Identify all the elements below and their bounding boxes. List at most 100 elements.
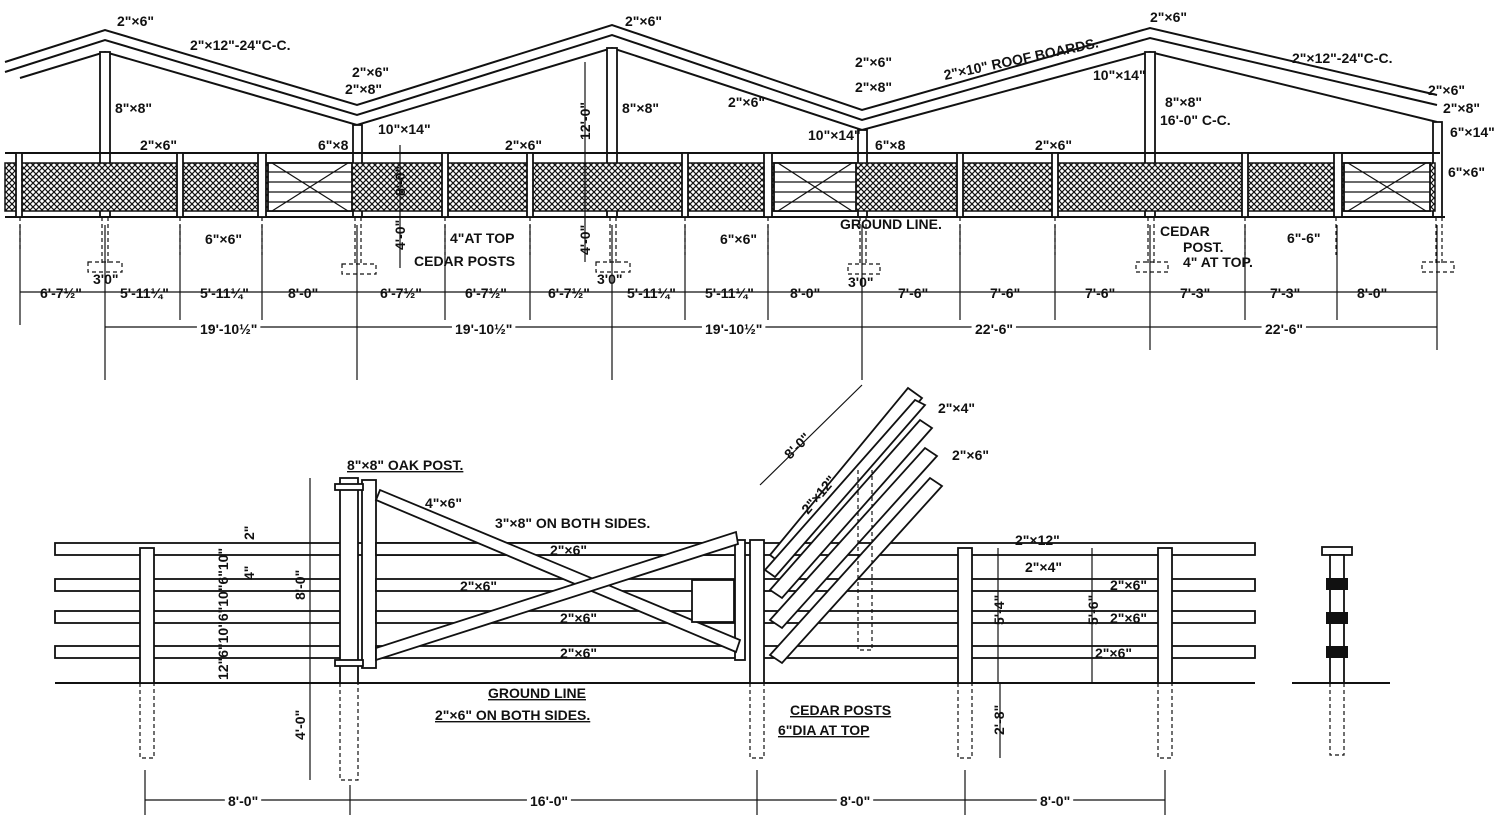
dimension-label: 2'-8"	[991, 705, 1007, 735]
dimension-label: 8'-0"	[392, 166, 408, 196]
dimension-label: 5'-11¼"	[200, 285, 249, 301]
dimension-label: 8"×8"	[622, 100, 659, 116]
dimension-label: 6"×8	[875, 137, 906, 153]
dimension-label: 2"×6"	[1095, 645, 1132, 661]
dimension-label: 16'-0"	[530, 793, 568, 809]
dimension-label: 2"×4"	[1025, 559, 1062, 575]
dimension-label: 5'-11¼"	[705, 285, 754, 301]
dimension-label: 16'-0" C-C.	[1160, 112, 1231, 128]
detail-dim-lines	[144, 478, 1166, 815]
dimension-label: 2"×8"	[1443, 100, 1480, 116]
dimension-label: 3"×8" ON BOTH SIDES.	[495, 515, 650, 531]
dimension-label: 2"×8"	[855, 79, 892, 95]
dimension-label: 2"×6"	[952, 447, 989, 463]
underground-posts	[19, 217, 1455, 275]
dimension-label: 2"×6"	[1110, 577, 1147, 593]
dimension-label: 5'-11¼"	[120, 285, 169, 301]
dimension-label: 7'-3"	[1180, 285, 1210, 301]
dimension-label: 2"×4"	[938, 400, 975, 416]
dimension-label: 8'-0"	[1357, 285, 1387, 301]
dimension-label: 22'-6"	[1265, 321, 1303, 337]
dimension-label: POST.	[1183, 239, 1223, 255]
dimension-label: 8"×8" OAK POST.	[347, 457, 463, 473]
dimension-label: 2"×12"-24"C-C.	[1292, 50, 1392, 66]
dimension-label: 2"×6"	[117, 13, 154, 29]
dimension-label: 2"×6"	[550, 542, 587, 558]
dimension-label: CEDAR POSTS	[790, 702, 891, 718]
gate[interactable]	[334, 479, 746, 669]
dimension-label: 2"×6"	[625, 13, 662, 29]
gate-small-2	[763, 152, 857, 218]
small-posts	[15, 152, 1249, 218]
dimension-label: 2"×12"-24"C-C.	[190, 37, 290, 53]
dimension-label: 3'0"	[93, 271, 119, 287]
dimension-label: 3'0"	[597, 271, 623, 287]
dimension-label: 8'-0"	[781, 429, 814, 462]
dimension-label: CEDAR POSTS	[414, 253, 515, 269]
dimension-label: 2"×6"	[505, 137, 542, 153]
dimension-label: 12"6"10"6"10"6"10"	[215, 548, 231, 680]
dimension-label: GROUND LINE.	[840, 216, 942, 232]
dimension-label: 8'-0"	[292, 570, 308, 600]
dimension-label: 6"×6"	[1448, 164, 1485, 180]
dimension-label: 2"×6"	[140, 137, 177, 153]
dimension-label: 3'0"	[848, 274, 874, 290]
dimension-label: 8'-0"	[840, 793, 870, 809]
dimension-label: 10"×14"	[808, 127, 861, 143]
dimension-label: 2"×6"	[1110, 610, 1147, 626]
dimension-label: 7'-6"	[1085, 285, 1115, 301]
gate-small-1	[257, 152, 353, 218]
elevation-labels: 2"×6" 2"×12"-24"C-C. 2"×6" 2"×8" 8"×8" 2…	[93, 9, 1495, 290]
dimension-label: 2"×6"	[460, 578, 497, 594]
dimension-label: 4" AT TOP.	[1183, 254, 1253, 270]
dimension-label: 8"×8"	[115, 100, 152, 116]
dimension-label: 10"×14"	[378, 121, 431, 137]
dimension-label: 7'-3"	[1270, 285, 1300, 301]
dimension-label: 19'-10½"	[705, 321, 762, 337]
dimension-label: 8"×8"	[1165, 94, 1202, 110]
dimension-label: 6"×8	[318, 137, 349, 153]
dimension-label: 2"×6"	[560, 610, 597, 626]
dimension-label: 6'-7½"	[465, 285, 507, 301]
gate-open-position	[759, 384, 944, 665]
dimension-label: 6"×14"	[1450, 124, 1495, 140]
dimension-label: 6'-7½"	[40, 285, 82, 301]
dimension-label: 2"×6"	[352, 64, 389, 80]
dims-row-2: 19'-10½" 19'-10½" 19'-10½" 22'-6" 22'-6"	[196, 317, 1307, 341]
dimension-label: 4'-0"	[292, 710, 308, 740]
dimension-label: 6"×6"	[205, 231, 242, 247]
dimension-label: 12'-0"	[577, 102, 593, 140]
dimension-label: 6'-7½"	[548, 285, 590, 301]
dimension-label: 2"×6"	[1150, 9, 1187, 25]
dimension-label: 8'-0"	[790, 285, 820, 301]
fence-posts	[139, 539, 1173, 759]
dimension-label: 7'-6"	[898, 285, 928, 301]
dimension-label: 2"×6"	[1035, 137, 1072, 153]
dimension-label: 19'-10½"	[455, 321, 512, 337]
dimension-label: 2"×6"	[728, 94, 765, 110]
dimension-label: 4'-0"	[392, 220, 408, 250]
dimension-label: 4'-0"	[577, 225, 593, 255]
dimension-lines	[19, 62, 1438, 380]
dimension-label: 2"×6"	[1428, 82, 1465, 98]
dims-row-1: 6'-7½" 5'-11¼" 5'-11¼" 8'-0" 6'-7½" 6'-7…	[40, 285, 1387, 301]
gate-small-3	[1333, 152, 1431, 218]
dimension-label: 2"	[241, 526, 257, 540]
oak-gate-post	[339, 477, 359, 781]
dimension-label: 5'-11¼"	[627, 285, 676, 301]
dimension-label: 8'-0"	[228, 793, 258, 809]
dimension-label: 6"-6"	[1287, 230, 1321, 246]
dimension-label: 2"×8"	[345, 81, 382, 97]
dimension-label: 2"×6"	[560, 645, 597, 661]
dimension-label: GROUND LINE	[488, 685, 586, 701]
dimension-label: 19'-10½"	[200, 321, 257, 337]
dimension-label: 2"×6" ON BOTH SIDES.	[435, 707, 590, 723]
dimension-label: 6'-7½"	[380, 285, 422, 301]
dimension-label: 6"×6"	[720, 231, 757, 247]
dimension-label: 22'-6"	[975, 321, 1013, 337]
dimension-label: 5'-4"	[991, 595, 1007, 625]
fence-elevation	[4, 152, 1445, 218]
dimension-label: 2"×12"	[1015, 532, 1060, 548]
dimension-label: 10"×14"	[1093, 67, 1146, 83]
